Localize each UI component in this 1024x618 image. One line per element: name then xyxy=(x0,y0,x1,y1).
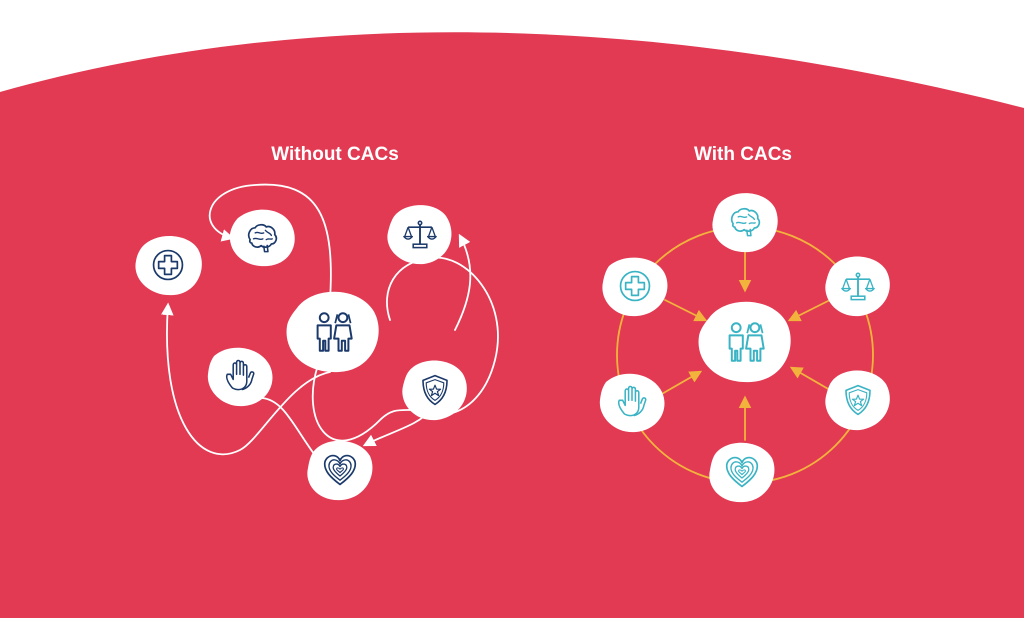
right-node-hand xyxy=(599,373,665,433)
arrow-hand-to-hearts xyxy=(261,397,321,463)
left-node-scales xyxy=(387,205,452,265)
right-node-brain xyxy=(712,193,778,253)
arrow-to-brain xyxy=(208,183,332,301)
without-cacs-diagram xyxy=(135,183,499,501)
arrow-badge-to-center xyxy=(789,366,831,391)
left-node-badge xyxy=(402,360,467,421)
spoke-arrows xyxy=(659,251,831,441)
title-without-cacs: Without CACs xyxy=(271,144,399,165)
left-node-children xyxy=(286,291,379,373)
arrow-to-cross xyxy=(161,302,331,456)
with-cacs-diagram xyxy=(599,193,890,503)
arrow-to-scales-head xyxy=(454,233,472,331)
title-with-cacs: With CACs xyxy=(694,144,792,165)
left-node-cross xyxy=(135,235,202,296)
right-node-cross xyxy=(602,257,668,317)
left-node-hand xyxy=(207,347,273,407)
arrow-cross-to-center xyxy=(664,299,708,322)
left-node-brain xyxy=(229,209,295,267)
right-node-children xyxy=(698,301,791,383)
left-node-hearts xyxy=(307,440,373,501)
right-node-scales xyxy=(825,256,890,317)
right-node-hearts xyxy=(709,442,775,503)
arrow-hand-to-center xyxy=(659,370,703,396)
right-node-badge xyxy=(825,370,890,431)
arrow-scales-to-center xyxy=(787,299,831,322)
chaotic-white-arrows xyxy=(161,183,499,463)
